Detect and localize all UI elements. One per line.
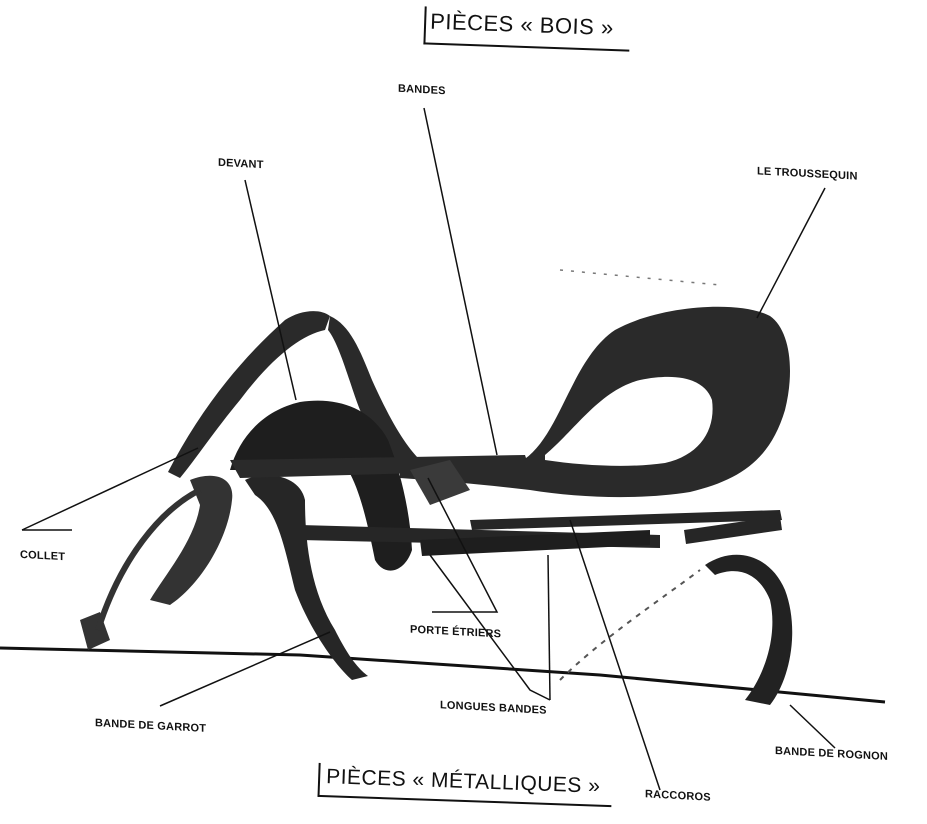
label-collet: COLLET: [20, 549, 65, 563]
leader-garrot: [160, 632, 330, 706]
dashed-hint: [560, 270, 720, 285]
leader-longues-bandes: [548, 555, 550, 700]
dashed-hint: [560, 570, 700, 680]
leader-collet: [22, 448, 198, 530]
bande-garrot-part: [245, 475, 368, 680]
collet-tip: [80, 612, 110, 650]
leader-bandes: [424, 108, 497, 455]
leader-troussequin: [757, 188, 825, 318]
label-bandes: BANDES: [398, 83, 446, 97]
label-devant: DEVANT: [218, 157, 264, 171]
bande-rognon-part: [705, 555, 792, 705]
leader-rognon: [790, 705, 835, 748]
leader-raccords: [570, 520, 660, 790]
heading-pieces-bois: PIÈCES « BOIS »: [423, 6, 630, 51]
